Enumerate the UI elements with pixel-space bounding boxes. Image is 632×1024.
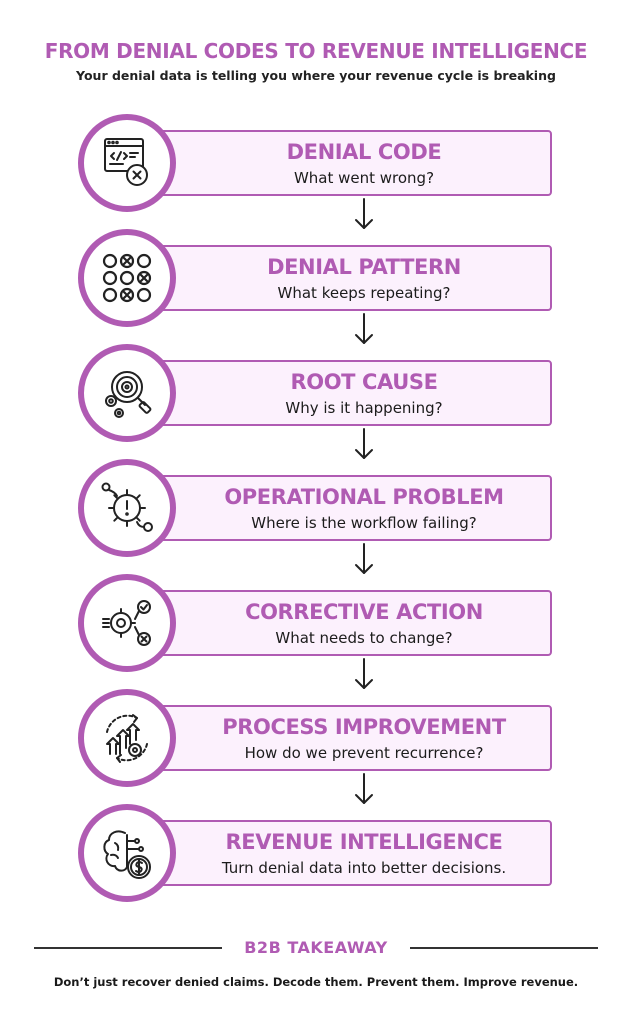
- step-question: How do we prevent recurrence?: [244, 744, 484, 762]
- step-question: What needs to change?: [275, 629, 453, 647]
- brain-dollar-icon: [103, 830, 151, 879]
- step-revenue-intelligence: REVENUE INTELLIGENCE Turn denial data in…: [78, 804, 552, 902]
- step-question: Turn denial data into better decisions.: [221, 859, 507, 877]
- step-corrective-action: CORRECTIVE ACTION What needs to change?: [78, 574, 552, 672]
- code-window-error-icon: [104, 138, 148, 186]
- footer-divider-right: [410, 947, 598, 949]
- gear-check-cross-icon: [102, 600, 151, 646]
- step-card: REVENUE INTELLIGENCE Turn denial data in…: [156, 820, 552, 886]
- footer-takeaway: Don’t just recover denied claims. Decode…: [53, 975, 579, 989]
- magnifier-gear-icon: [105, 371, 152, 418]
- step-card: PROCESS IMPROVEMENT How do we prevent re…: [156, 705, 552, 771]
- footer-title: B2B TAKEAWAY: [244, 938, 388, 957]
- flow-arrow-down: [355, 313, 373, 344]
- step-icon-badge: [78, 344, 176, 442]
- step-card: CORRECTIVE ACTION What needs to change?: [156, 590, 552, 656]
- step-question: What keeps repeating?: [277, 284, 451, 302]
- step-heading: OPERATIONAL PROBLEM: [224, 485, 504, 509]
- page-title: FROM DENIAL CODES TO REVENUE INTELLIGENC…: [44, 39, 588, 63]
- step-question: Why is it happening?: [285, 399, 443, 417]
- step-icon-badge: [78, 804, 176, 902]
- step-heading: CORRECTIVE ACTION: [245, 600, 483, 624]
- step-heading: ROOT CAUSE: [290, 370, 438, 394]
- step-operational-problem: OPERATIONAL PROBLEM Where is the workflo…: [78, 459, 552, 557]
- step-heading: REVENUE INTELLIGENCE: [225, 830, 503, 854]
- gear-alert-icon: [101, 482, 153, 532]
- step-heading: PROCESS IMPROVEMENT: [222, 715, 506, 739]
- flow-arrow-down: [355, 198, 373, 229]
- step-question: What went wrong?: [293, 169, 435, 187]
- step-card: DENIAL CODE What went wrong?: [156, 130, 552, 196]
- step-denial-code: DENIAL CODE What went wrong?: [78, 114, 552, 212]
- step-process-improvement: PROCESS IMPROVEMENT How do we prevent re…: [78, 689, 552, 787]
- step-card: ROOT CAUSE Why is it happening?: [156, 360, 552, 426]
- growth-cycle-icon: [106, 714, 148, 763]
- flow-arrow-down: [355, 658, 373, 689]
- step-icon-badge: [78, 574, 176, 672]
- flow-arrow-down: [355, 773, 373, 804]
- step-heading: DENIAL CODE: [286, 140, 442, 164]
- step-denial-pattern: DENIAL PATTERN What keeps repeating?: [78, 229, 552, 327]
- footer-divider-left: [34, 947, 222, 949]
- step-heading: DENIAL PATTERN: [267, 255, 461, 279]
- step-icon-badge: [78, 459, 176, 557]
- step-question: Where is the workflow failing?: [251, 514, 477, 532]
- step-root-cause: ROOT CAUSE Why is it happening?: [78, 344, 552, 442]
- step-card: DENIAL PATTERN What keeps repeating?: [156, 245, 552, 311]
- step-icon-badge: [78, 114, 176, 212]
- pattern-grid-icon: [102, 253, 152, 303]
- step-icon-badge: [78, 689, 176, 787]
- step-icon-badge: [78, 229, 176, 327]
- flow-arrow-down: [355, 543, 373, 574]
- page-subtitle: Your denial data is telling you where yo…: [76, 68, 556, 83]
- step-card: OPERATIONAL PROBLEM Where is the workflo…: [156, 475, 552, 541]
- flow-arrow-down: [355, 428, 373, 459]
